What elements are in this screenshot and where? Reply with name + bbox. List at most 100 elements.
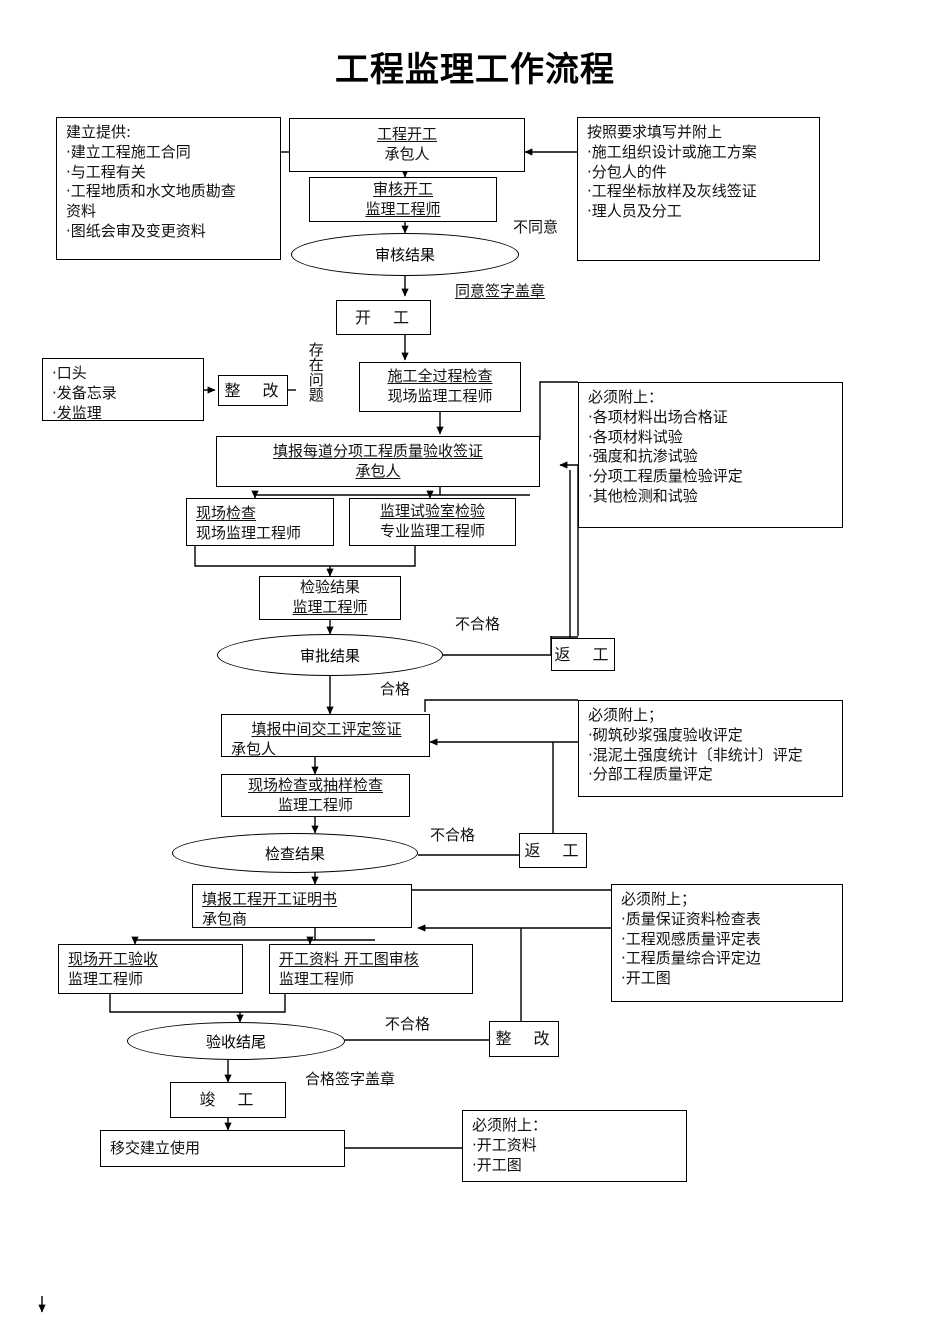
- label-disagree: 不同意: [513, 218, 559, 236]
- full-inspection-role: 现场监理工程师: [387, 387, 493, 405]
- check-result-role: 监理工程师: [292, 598, 368, 616]
- ellipse-inspect-result: 检查结果: [172, 833, 418, 873]
- rectify-2-label: 整 改: [495, 1029, 553, 1049]
- ellipse-acceptance-end: 验收结尾: [127, 1022, 345, 1060]
- rework-2-label: 返 工: [524, 840, 582, 860]
- fill-item: ·分包人的件: [587, 162, 667, 181]
- interim-signoff-title: 填报中间交工评定签证: [251, 720, 402, 738]
- box-lab-check: 监理试验室检验 专业监理工程师: [349, 498, 516, 546]
- box-site-or-sample: 现场检查或抽样检查 监理工程师: [221, 774, 410, 817]
- box-project-start: 工程开工 承包人: [289, 118, 525, 172]
- box-full-inspection: 施工全过程检查 现场监理工程师: [359, 362, 521, 412]
- quality-signoff-title: 填报每道分项工程质量验收签证: [272, 441, 483, 460]
- attach1-item: ·各项材料试验: [588, 427, 683, 446]
- box-must-attach-1: 必须附上： ·各项材料出场合格证 ·各项材料试验 ·强度和抗渗试验 ·分项工程质…: [578, 382, 843, 528]
- provide-item: 资料: [66, 202, 97, 221]
- attach1-item: ·强度和抗渗试验: [588, 447, 698, 466]
- project-start-role: 承包人: [384, 145, 430, 163]
- rework-1-label: 返 工: [554, 644, 612, 664]
- attach2-item: ·混泥土强度统计〔非统计〕评定: [588, 745, 803, 764]
- review-start-title: 审核开工: [372, 179, 433, 198]
- label-fail-2: 不合格: [430, 826, 476, 844]
- box-site-acceptance: 现场开工验收 监理工程师: [58, 944, 243, 994]
- docs-review-role: 监理工程师: [279, 969, 355, 988]
- lab-check-role: 专业监理工程师: [379, 522, 485, 540]
- quality-signoff-role: 承包人: [355, 461, 401, 480]
- notify-item: ·口头: [52, 364, 87, 382]
- handover-label: 移交建立使用: [110, 1139, 201, 1158]
- box-interim-signoff: 填报中间交工评定签证 承包人: [221, 714, 430, 758]
- review-result-label: 审核结果: [374, 246, 435, 264]
- attach3-item: ·质量保证资料检查表: [621, 909, 761, 928]
- box-must-attach-4: 必须附上： ·开工资料 ·开工图: [462, 1110, 687, 1182]
- fill-item: ·施工组织设计或施工方案: [587, 142, 757, 161]
- lab-check-title: 监理试验室检验: [379, 502, 485, 521]
- label-agree-sign-seal: 同意签字盖章: [455, 282, 546, 300]
- box-site-check: 现场检查 现场监理工程师: [186, 498, 334, 546]
- project-start-title: 工程开工: [376, 125, 437, 144]
- label-pass-sign-seal: 合格签字盖章: [305, 1070, 396, 1088]
- completion-cert-role: 承包商: [202, 909, 248, 928]
- box-docs-review: 开工资料 开工图审核 监理工程师: [269, 944, 473, 994]
- acceptance-end-label: 验收结尾: [205, 1032, 266, 1051]
- start-work-label: 开 工: [354, 307, 412, 327]
- box-rework-2: 返 工: [519, 833, 587, 868]
- docs-review-title: 开工资料 开工图审核: [279, 950, 419, 968]
- box-completion-cert: 填报工程开工证明书 承包商: [192, 884, 412, 928]
- attach4-item: ·开工图: [472, 1155, 522, 1174]
- site-or-sample-title: 现场检查或抽样检查: [247, 775, 383, 794]
- finished-label: 竣 工: [199, 1090, 257, 1110]
- site-check-title: 现场检查: [196, 504, 257, 522]
- attach3-item: ·工程质量综合评定边: [621, 949, 761, 968]
- label-has-problem: 存在问题: [306, 342, 325, 402]
- notify-item: ·发监理: [52, 403, 102, 422]
- box-start-work: 开 工: [336, 300, 431, 335]
- box-review-start: 审核开工 监理工程师: [309, 177, 497, 222]
- fill-item: ·理人员及分工: [587, 202, 682, 221]
- fill-header: 按照要求填写并附上: [587, 123, 723, 141]
- provide-item: ·建立工程施工合同: [66, 142, 191, 161]
- box-finished: 竣 工: [170, 1082, 286, 1118]
- attach3-item: ·开工图: [621, 969, 671, 988]
- fill-item: ·工程坐标放样及灰线签证: [587, 182, 757, 201]
- box-fill-requirements: 按照要求填写并附上 ·施工组织设计或施工方案 ·分包人的件 ·工程坐标放样及灰线…: [577, 117, 820, 261]
- label-pass-1: 合格: [380, 680, 411, 698]
- attach4-item: ·开工资料: [472, 1135, 537, 1154]
- ellipse-review-result: 审核结果: [291, 233, 519, 276]
- completion-cert-title: 填报工程开工证明书: [202, 890, 338, 908]
- label-fail-1: 不合格: [455, 615, 501, 633]
- box-rework-1: 返 工: [551, 638, 615, 671]
- provide-header: 建立提供:: [66, 123, 132, 141]
- box-check-result: 检验结果 监理工程师: [259, 576, 401, 620]
- box-handover: 移交建立使用: [100, 1130, 345, 1167]
- box-must-attach-2: 必须附上； ·砌筑砂浆强度验收评定 ·混泥土强度统计〔非统计〕评定 ·分部工程质…: [578, 700, 843, 797]
- box-rectify-2: 整 改: [489, 1021, 559, 1057]
- attach2-item: ·分部工程质量评定: [588, 765, 713, 784]
- notify-item: ·发备忘录: [52, 383, 117, 402]
- attach1-item: ·各项材料出场合格证: [588, 407, 728, 426]
- attach4-header: 必须附上：: [472, 1116, 548, 1134]
- attach2-header: 必须附上；: [588, 706, 664, 724]
- check-result-title: 检验结果: [299, 578, 360, 597]
- attach2-item: ·砌筑砂浆强度验收评定: [588, 725, 743, 744]
- box-notify-methods: ·口头 ·发备忘录 ·发监理: [42, 358, 204, 422]
- attach1-item: ·分项工程质量检验评定: [588, 467, 743, 486]
- site-check-role: 现场监理工程师: [196, 523, 302, 542]
- box-provide-materials: 建立提供: ·建立工程施工合同 ·与工程有关 ·工程地质和水文地质勘查 资料 ·…: [56, 117, 281, 260]
- provide-item: ·图纸会审及变更资料: [66, 221, 206, 240]
- provide-item: ·与工程有关: [66, 162, 146, 181]
- attach3-item: ·工程观感质量评定表: [621, 929, 761, 948]
- label-fail-3: 不合格: [385, 1015, 431, 1033]
- site-or-sample-role: 监理工程师: [277, 795, 353, 814]
- site-acceptance-title: 现场开工验收: [68, 950, 159, 968]
- interim-signoff-role: 承包人: [231, 739, 277, 758]
- box-quality-signoff: 填报每道分项工程质量验收签证 承包人: [216, 436, 540, 487]
- ellipse-approve-result: 审批结果: [217, 634, 443, 676]
- inspect-result-label: 检查结果: [264, 844, 325, 863]
- provide-item: ·工程地质和水文地质勘查: [66, 182, 236, 201]
- review-start-role: 监理工程师: [365, 199, 441, 218]
- full-inspection-title: 施工全过程检查: [387, 367, 493, 386]
- page-title: 工程监理工作流程: [335, 50, 615, 90]
- attach1-header: 必须附上：: [588, 388, 664, 406]
